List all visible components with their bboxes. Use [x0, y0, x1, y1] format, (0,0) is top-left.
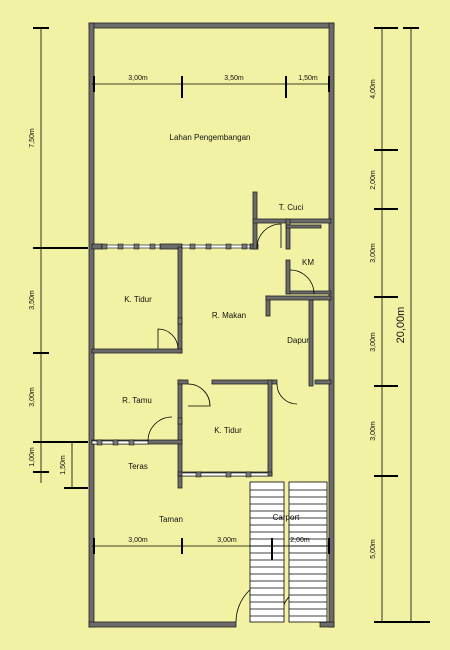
dim-top-1: 3,00m — [128, 75, 148, 82]
dim-bottom-1: 3,00m — [128, 537, 148, 544]
windows — [91, 243, 269, 478]
room-labels: Lahan Pengembangan T. Cuci KM K. Tidur R… — [122, 133, 314, 524]
label-t-cuci: T. Cuci — [279, 203, 304, 212]
label-taman: Taman — [159, 515, 183, 524]
dim-left-1: 7,50m — [29, 128, 36, 148]
dim-right-5: 3,00m — [370, 421, 377, 441]
dim-right-4: 3,00m — [370, 332, 377, 352]
label-lahan-pengembangan: Lahan Pengembangan — [170, 133, 251, 142]
label-carport: Carport — [273, 513, 300, 522]
label-km: KM — [302, 258, 314, 267]
dim-top-3: 1,50m — [298, 75, 318, 82]
outer-walls — [88, 22, 335, 628]
dimension-labels: 3,00m 3,50m 1,50m 3,00m 3,00m 2,00m 7,50… — [29, 75, 407, 559]
label-r-tamu: R. Tamu — [122, 396, 152, 405]
dim-right-2: 2,00m — [370, 170, 377, 190]
dim-bottom-2: 3,00m — [217, 537, 237, 544]
dim-right-6: 5,00m — [370, 539, 377, 559]
dim-total: 20,00m — [395, 307, 407, 344]
dimension-lines — [33, 27, 430, 623]
dim-left-2: 3,50m — [29, 290, 36, 310]
dim-left-5: 1,50m — [60, 455, 67, 475]
label-k-tidur-2: K. Tidur — [214, 426, 242, 435]
interior-walls — [91, 191, 332, 489]
dim-left-3: 3,00m — [29, 387, 36, 407]
stairs — [249, 481, 328, 623]
dim-right-1: 4,00m — [370, 79, 377, 99]
label-r-makan: R. Makan — [212, 311, 246, 320]
dim-left-4: 1,00m — [29, 447, 36, 467]
dim-bottom-3: 2,00m — [290, 537, 310, 544]
label-teras: Teras — [128, 462, 148, 471]
dim-top-2: 3,50m — [224, 75, 244, 82]
label-dapur: Dapur — [287, 336, 309, 345]
dim-right-3: 3,00m — [370, 243, 377, 263]
label-k-tidur-1: K. Tidur — [124, 295, 152, 304]
